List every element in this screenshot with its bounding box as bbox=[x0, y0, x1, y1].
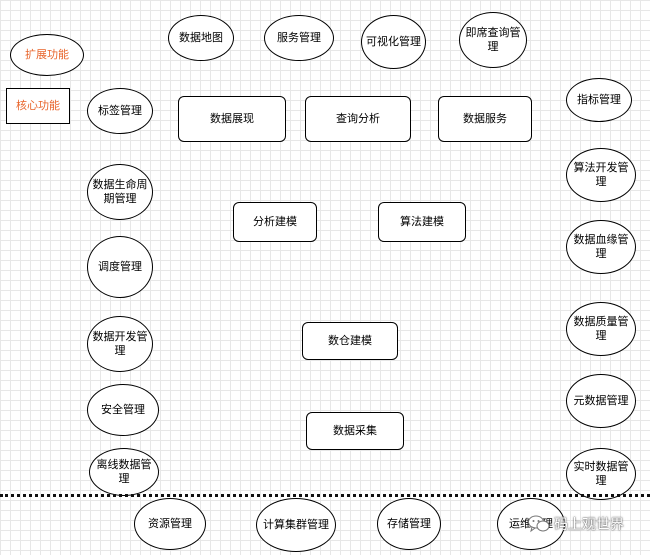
algorithm-modeling-node: 算法建模 bbox=[378, 202, 466, 242]
lifecycle-mgmt-label: 数据生命周期管理 bbox=[92, 178, 148, 205]
data-service-node: 数据服务 bbox=[438, 96, 532, 142]
data-service-label: 数据服务 bbox=[463, 112, 507, 125]
query-analysis-node: 查询分析 bbox=[305, 96, 411, 142]
data-map-node: 数据地图 bbox=[168, 15, 234, 61]
query-analysis-label: 查询分析 bbox=[336, 112, 380, 125]
dev-mgmt-label: 数据开发管理 bbox=[92, 330, 148, 357]
resource-mgmt-label: 资源管理 bbox=[148, 517, 192, 530]
metric-mgmt-label: 指标管理 bbox=[577, 93, 621, 106]
lineage-mgmt-node: 数据血缘管理 bbox=[566, 220, 636, 274]
offline-data-mgmt-label: 离线数据管理 bbox=[96, 458, 152, 485]
legend-extension-node: 扩展功能 bbox=[10, 34, 84, 76]
quality-mgmt-label: 数据质量管理 bbox=[573, 315, 629, 342]
data-map-label: 数据地图 bbox=[179, 31, 223, 44]
realtime-data-mgmt-label: 实时数据管理 bbox=[573, 460, 629, 487]
realtime-data-mgmt-node: 实时数据管理 bbox=[566, 448, 636, 500]
quality-mgmt-node: 数据质量管理 bbox=[566, 302, 636, 356]
service-mgmt-label: 服务管理 bbox=[277, 31, 321, 44]
tag-mgmt-node: 标签管理 bbox=[87, 88, 153, 134]
resource-mgmt-node: 资源管理 bbox=[134, 498, 206, 550]
dev-mgmt-node: 数据开发管理 bbox=[87, 316, 153, 372]
security-mgmt-node: 安全管理 bbox=[87, 384, 159, 436]
layer-divider bbox=[0, 494, 650, 497]
watermark: 码上观世界 bbox=[528, 514, 624, 534]
cluster-mgmt-label: 计算集群管理 bbox=[263, 518, 329, 531]
storage-mgmt-node: 存储管理 bbox=[377, 498, 441, 550]
tag-mgmt-label: 标签管理 bbox=[98, 104, 142, 117]
storage-mgmt-label: 存储管理 bbox=[387, 517, 431, 530]
security-mgmt-label: 安全管理 bbox=[101, 403, 145, 416]
algorithm-dev-mgmt-node: 算法开发管理 bbox=[566, 148, 636, 202]
analysis-modeling-node: 分析建模 bbox=[233, 202, 317, 242]
service-mgmt-node: 服务管理 bbox=[264, 15, 334, 61]
adhoc-query-mgmt-label: 即席查询管理 bbox=[465, 26, 521, 53]
visualization-mgmt-label: 可视化管理 bbox=[366, 35, 421, 48]
algorithm-modeling-label: 算法建模 bbox=[400, 215, 444, 228]
wechat-icon bbox=[528, 515, 550, 533]
data-display-node: 数据展现 bbox=[178, 96, 286, 142]
lifecycle-mgmt-node: 数据生命周期管理 bbox=[87, 164, 153, 220]
adhoc-query-mgmt-node: 即席查询管理 bbox=[459, 12, 527, 68]
cluster-mgmt-node: 计算集群管理 bbox=[256, 498, 336, 552]
legend-extension-label: 扩展功能 bbox=[25, 48, 69, 61]
data-display-label: 数据展现 bbox=[210, 112, 254, 125]
algorithm-dev-mgmt-label: 算法开发管理 bbox=[573, 161, 629, 188]
metric-mgmt-node: 指标管理 bbox=[566, 78, 632, 122]
metadata-mgmt-node: 元数据管理 bbox=[566, 374, 636, 428]
legend-core-node: 核心功能 bbox=[6, 88, 70, 124]
offline-data-mgmt-node: 离线数据管理 bbox=[89, 448, 159, 496]
visualization-mgmt-node: 可视化管理 bbox=[361, 15, 426, 69]
warehouse-modeling-node: 数仓建模 bbox=[302, 322, 398, 360]
data-collection-label: 数据采集 bbox=[333, 424, 377, 437]
lineage-mgmt-label: 数据血缘管理 bbox=[573, 233, 629, 260]
metadata-mgmt-label: 元数据管理 bbox=[573, 394, 629, 407]
schedule-mgmt-node: 调度管理 bbox=[87, 236, 153, 298]
legend-core-label: 核心功能 bbox=[16, 99, 60, 112]
data-collection-node: 数据采集 bbox=[306, 412, 404, 450]
watermark-text: 码上观世界 bbox=[554, 517, 624, 533]
schedule-mgmt-label: 调度管理 bbox=[98, 260, 142, 273]
analysis-modeling-label: 分析建模 bbox=[253, 215, 297, 228]
warehouse-modeling-label: 数仓建模 bbox=[328, 334, 372, 347]
